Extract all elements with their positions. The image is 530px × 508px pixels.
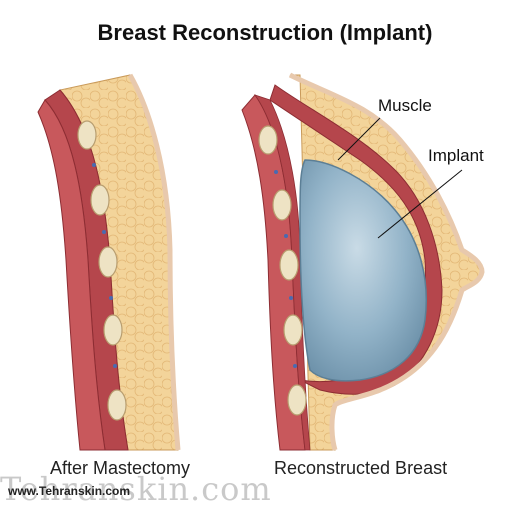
muscle-label: Muscle <box>378 96 432 115</box>
caption-reconstructed-breast: Reconstructed Breast <box>274 458 448 478</box>
right-ribs <box>258 125 307 416</box>
left-ribs <box>77 120 127 421</box>
reconstruction-cross-section <box>241 72 485 451</box>
muscle-leader-line <box>337 117 381 161</box>
diagram-title: Breast Reconstruction (Implant) <box>97 20 433 45</box>
mastectomy-cross-section <box>37 73 181 451</box>
breast-implant <box>299 159 427 382</box>
left-skin-edge <box>127 73 181 451</box>
caption-after-mastectomy: After Mastectomy <box>50 458 191 478</box>
right-muscle-layer <box>269 84 443 395</box>
left-chest-wall <box>37 99 106 451</box>
right-skin-edge <box>288 72 485 451</box>
implant-leader-line <box>377 169 463 239</box>
implant-label: Implant <box>428 146 484 165</box>
watermark-small: www.Tehranskin.com <box>8 484 131 498</box>
